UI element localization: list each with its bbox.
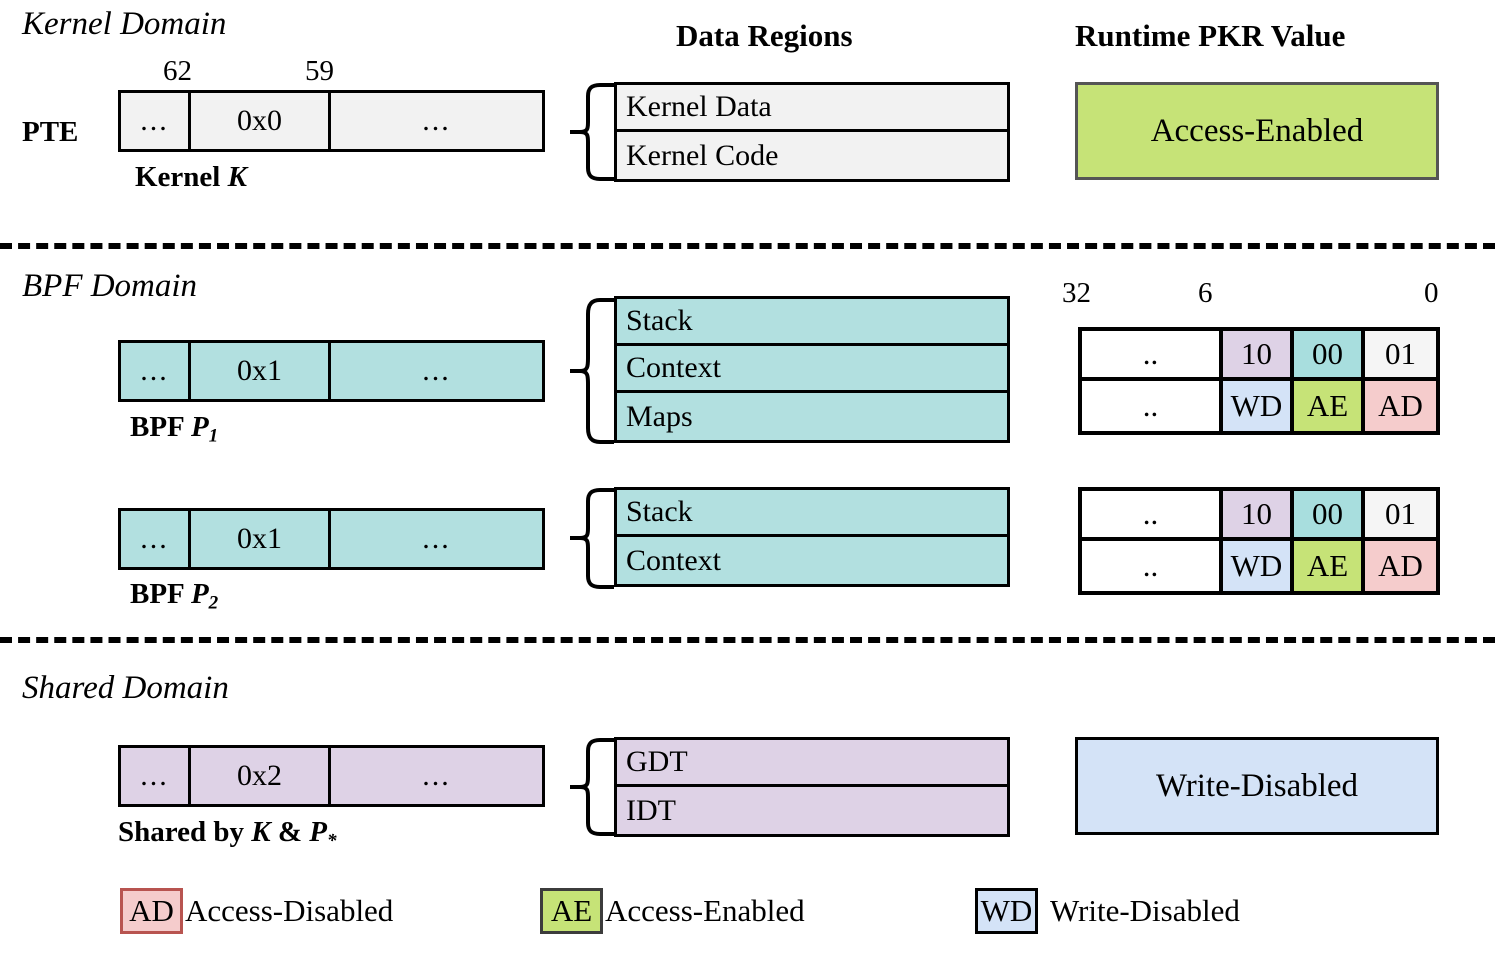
- kernel-pte-caption: Kernel K: [135, 163, 247, 192]
- region-row: Context: [626, 543, 721, 577]
- pkr-bit-cell: 01: [1365, 331, 1436, 377]
- pkr-name-cell: ..: [1082, 381, 1223, 431]
- bpf-p1-regions: Stack Context Maps: [614, 296, 1010, 443]
- shared-pte-box: ... 0x2 ...: [118, 745, 545, 807]
- legend-swatch-wd: WD: [975, 888, 1038, 934]
- shared-pkr-value: Write-Disabled: [1075, 737, 1439, 835]
- pkr-bit-cell: ..: [1082, 491, 1223, 537]
- bpf-p1-caption-var: P: [190, 411, 209, 443]
- divider-kernel-bpf: [0, 243, 1495, 249]
- bpf-p2-caption: BPF P2: [130, 578, 219, 614]
- region-row: Kernel Code: [626, 138, 779, 172]
- pkr-name-cell: AD: [1365, 381, 1436, 431]
- legend-swatch-ae: AE: [540, 888, 603, 934]
- kernel-pte-cell-1: 0x0: [191, 93, 331, 149]
- bpf-p1-caption: BPF P1: [130, 411, 219, 447]
- kernel-bit-62: 62: [163, 55, 192, 87]
- region-row: Context: [617, 346, 1007, 393]
- bpf-p1-pte-cell-0: ...: [121, 343, 191, 399]
- pkr-names-row: .. WD AE AD: [1082, 541, 1436, 591]
- pkr-bit-6: 6: [1198, 277, 1213, 309]
- bpf-p2-pkr-table: .. 10 00 01 .. WD AE AD: [1078, 487, 1440, 595]
- region-row: Stack: [617, 490, 1007, 537]
- shared-brace: [570, 737, 616, 837]
- shared-pte-cell-0: ...: [121, 748, 191, 804]
- region-row: GDT: [617, 740, 1007, 787]
- region-row: Stack: [617, 299, 1007, 346]
- legend-swatch-ad: AD: [120, 888, 183, 934]
- data-regions-header: Data Regions: [676, 18, 853, 53]
- kernel-caption-prefix: Kernel: [135, 161, 228, 193]
- shared-caption-var2: P: [309, 816, 327, 848]
- shared-domain-title: Shared Domain: [22, 670, 229, 706]
- bpf-p1-pkr-table: .. 10 00 01 .. WD AE AD: [1078, 327, 1440, 435]
- bpf-p2-caption-sub: 2: [208, 592, 219, 614]
- pkr-names-row: .. WD AE AD: [1082, 381, 1436, 431]
- shared-caption-amp: &: [270, 816, 310, 848]
- kernel-pkr-value: Access-Enabled: [1075, 82, 1439, 180]
- bpf-p1-pte-cell-1: 0x1: [191, 343, 331, 399]
- region-row: Maps: [626, 399, 693, 433]
- bpf-domain-title: BPF Domain: [22, 268, 198, 304]
- kernel-bit-59: 59: [305, 55, 334, 87]
- bpf-p2-brace: [570, 487, 616, 590]
- shared-regions: GDT IDT: [614, 737, 1010, 837]
- kernel-regions: Kernel Data Kernel Code: [614, 82, 1010, 182]
- bpf-p1-brace: [570, 296, 616, 446]
- kernel-pte-cell-0: ...: [121, 93, 191, 149]
- bpf-p2-pte-cell-0: ...: [121, 511, 191, 567]
- pkr-name-cell: WD: [1223, 381, 1294, 431]
- region-row: IDT: [626, 793, 676, 827]
- bpf-p2-regions: Stack Context: [614, 487, 1010, 587]
- region-row: Kernel Data: [617, 85, 1007, 132]
- legend-item-access-disabled: AD Access-Disabled: [120, 888, 393, 934]
- kernel-pte-box: ... 0x0 ...: [118, 90, 545, 152]
- shared-caption-sub: *: [326, 830, 337, 852]
- legend-item-write-disabled: WD Write-Disabled: [975, 888, 1240, 934]
- shared-pte-cell-2: ...: [422, 759, 451, 792]
- pkr-header: Runtime PKR Value: [1075, 18, 1346, 53]
- bpf-p1-caption-sub: 1: [208, 425, 219, 447]
- pte-label: PTE: [22, 116, 79, 148]
- shared-pte-cell-1: 0x2: [191, 748, 331, 804]
- bpf-p2-pte-cell-2: ...: [422, 522, 451, 555]
- legend-label-wd: Write-Disabled: [1050, 893, 1240, 928]
- shared-pte-caption: Shared by K & P*: [118, 816, 337, 852]
- kernel-pte-cell-2: ...: [422, 104, 451, 137]
- pkr-name-cell: AE: [1294, 381, 1365, 431]
- pkr-name-cell: ..: [1082, 541, 1223, 591]
- pkr-name-cell: WD: [1223, 541, 1294, 591]
- pkr-name-cell: AD: [1365, 541, 1436, 591]
- bpf-p1-pte-cell-2: ...: [422, 354, 451, 387]
- pkr-bit-cell: 01: [1365, 491, 1436, 537]
- legend-item-access-enabled: AE Access-Enabled: [540, 888, 805, 934]
- bpf-p2-pte-box: ... 0x1 ...: [118, 508, 545, 570]
- legend-label-ad: Access-Disabled: [185, 893, 394, 928]
- bpf-p1-pte-box: ... 0x1 ...: [118, 340, 545, 402]
- bpf-p2-pte-cell-1: 0x1: [191, 511, 331, 567]
- pkr-bit-32: 32: [1062, 277, 1091, 309]
- pkr-bit-cell: ..: [1082, 331, 1223, 377]
- pkr-bit-cell: 10: [1223, 491, 1294, 537]
- shared-caption-prefix: Shared by: [118, 816, 252, 848]
- kernel-domain-title: Kernel Domain: [22, 6, 227, 42]
- pkr-bit-cell: 10: [1223, 331, 1294, 377]
- bpf-p2-caption-prefix: BPF: [130, 578, 191, 610]
- pkr-bits-row: .. 10 00 01: [1082, 491, 1436, 541]
- pkr-bit-cell: 00: [1294, 491, 1365, 537]
- pkr-bit-0: 0: [1424, 277, 1439, 309]
- shared-caption-var1: K: [251, 816, 271, 848]
- kernel-caption-var: K: [227, 161, 247, 193]
- bpf-p2-caption-var: P: [190, 578, 209, 610]
- pkr-bit-cell: 00: [1294, 331, 1365, 377]
- pkr-name-cell: AE: [1294, 541, 1365, 591]
- kernel-brace: [570, 82, 616, 182]
- divider-bpf-shared: [0, 637, 1495, 643]
- pkr-bits-row: .. 10 00 01: [1082, 331, 1436, 381]
- bpf-p1-caption-prefix: BPF: [130, 411, 191, 443]
- legend-label-ae: Access-Enabled: [605, 893, 805, 928]
